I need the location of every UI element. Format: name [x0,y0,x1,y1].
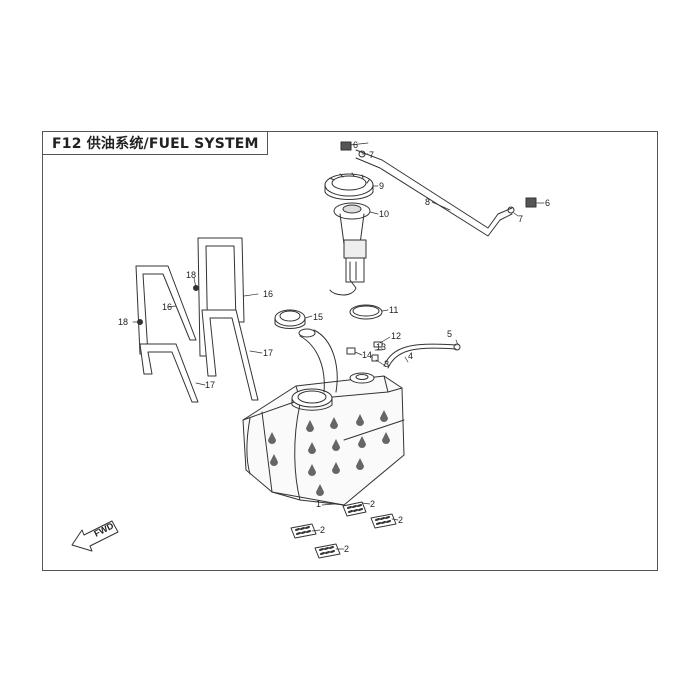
callout-2d: 2 [344,544,349,554]
callout-3: 3 [384,359,389,369]
rubber-pads [290,501,397,559]
callout-11: 11 [389,305,398,315]
callout-2c: 2 [320,525,325,535]
callout-5: 5 [447,329,452,339]
callout-7a: 7 [369,150,374,160]
diagram-frame [42,131,658,571]
callout-12: 12 [391,331,401,341]
lock-ring [324,172,374,200]
tank-dimples [268,410,390,496]
callout-17a: 17 [263,348,273,358]
callout-16b: 16 [162,302,172,312]
callout-17b: 17 [205,380,215,390]
fuel-tank [242,372,405,506]
callout-labels: 6 7 9 10 8 6 7 18 16 18 16 11 15 12 5 13… [118,140,550,554]
callout-2a: 2 [370,499,375,509]
callout-15: 15 [313,312,323,322]
callout-2b: 2 [398,515,403,525]
callout-18b: 18 [118,317,128,327]
breather-hose [346,341,461,369]
o-ring [349,304,383,320]
callout-16a: 16 [263,289,273,299]
diagram-title: F12 供油系统/FUEL SYSTEM [42,131,268,155]
callout-10: 10 [379,209,389,219]
fuel-pump-assembly [329,202,371,296]
filler-neck [298,328,338,393]
callout-1: 1 [316,499,321,509]
tank-strap-17 [139,309,259,403]
callout-14: 14 [362,350,372,360]
callout-4: 4 [408,351,413,361]
tank-strap-16 [135,237,245,357]
leader-lines [132,142,545,550]
callout-13: 13 [376,342,386,352]
callout-7b: 7 [518,214,523,224]
forward-arrow-icon [71,520,119,552]
callout-8: 8 [425,197,430,207]
callout-18a: 18 [186,270,196,280]
callout-6a: 6 [353,140,358,150]
o-ring-inner [352,305,380,317]
callout-9: 9 [379,181,384,191]
cap-ring [274,309,306,329]
callout-6b: 6 [545,198,550,208]
fuel-hose [340,141,537,237]
